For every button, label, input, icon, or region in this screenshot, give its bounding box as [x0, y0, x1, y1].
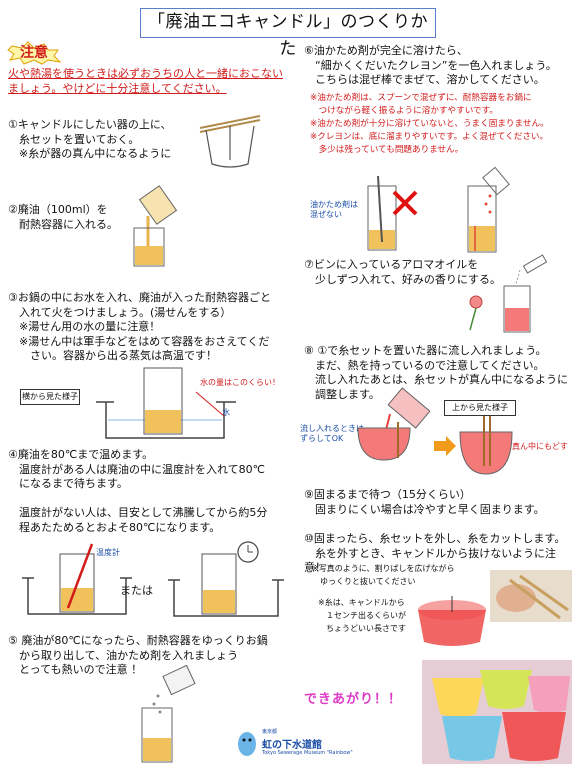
adding-crayon-illustration	[467, 166, 510, 253]
step-3-text: ③お鍋の中にお水を入れ、廃油が入った耐熱容器ごと 入れて火をつけましょう。(湯せ…	[8, 291, 271, 362]
aroma-oil-illustration	[469, 254, 548, 333]
pot-with-clock-illustration	[168, 541, 284, 617]
warning-burst-icon	[7, 41, 62, 65]
centered-thread-illustration	[459, 416, 513, 475]
page-title: 「廃油エコキャンドル」のつくりかた	[140, 8, 436, 59]
step-6-notes: ※油かため剤は、スプーンで混ぜずに、耐熱容器をお鍋に つけながら軽く振るように溶…	[310, 93, 549, 155]
finished-candles-photo	[422, 660, 572, 764]
side-view-label: 横から見た様子	[20, 389, 80, 405]
step-5-text: ⑤ 廃油が80℃になったら、耐熱容器をゆっくりお鍋 から取り出して、油かため剤を…	[8, 634, 268, 676]
pour-offset-note: 流し入れるときは ずらしてOK	[300, 424, 364, 443]
no-mix-illustration	[367, 175, 418, 251]
pot-with-thermometer-illustration	[22, 543, 132, 615]
finished-text: できあがり！！	[304, 692, 403, 707]
water-bath-pot-illustration	[96, 367, 236, 439]
cup-with-chopsticks-illustration	[199, 115, 261, 168]
water-level-note: 水の量はこのくらい！	[200, 378, 280, 387]
logo-top-text: 東京都	[262, 729, 278, 735]
pouring-into-cup-illustration	[357, 387, 431, 461]
step-1-text: ①キャンドルにしたい器の上に、 糸セットを置いておく。 ※糸が器の真ん中になるよ…	[8, 118, 172, 160]
step-10-photo-note: ※写真のように、割りばしを広げながら ゆっくりと抜いてください	[312, 564, 455, 586]
top-view-label: 上から見た様子	[444, 400, 516, 416]
arrow-right-icon	[434, 436, 456, 456]
thread-length-note: ※糸は、キャンドルから １センチ出るくらいが ちょうどいい長さです	[318, 598, 406, 633]
red-candle-photo	[418, 596, 486, 646]
thermometer-label: 温度計	[96, 548, 120, 557]
mascot-logo-icon	[238, 732, 256, 756]
step-2-text: ②廃油（100ml）を 耐熱容器に入れる。	[8, 203, 118, 231]
logo-sub-text: Tokyo Sewerage Museum "Rainbow"	[262, 750, 353, 756]
step-10-text: ⑩固まったら、糸セットを外し、糸をカットします。 糸を外すとき、キャンドルから抜…	[304, 532, 566, 574]
step-8-text: ⑧ ①で糸セットを置いた器に流し入れましょう。 まだ、熱を持っているので注意して…	[304, 344, 568, 401]
warning-badge: 注意	[7, 41, 62, 65]
warning-text: 火や熱湯を使うときは必ずおうちの人と一緒におこない ましょう。やけどに十分注意し…	[8, 67, 283, 95]
step-7-text: ⑦ビンに入っているアロマオイルを 少しずつ入れて、好みの香りにする。	[304, 258, 502, 286]
step-6-text: ⑥油かため剤が完全に溶けたら、 “細かくくだいたクレヨン”を一色入れましょう。 …	[304, 44, 557, 86]
removing-thread-photo	[490, 570, 572, 622]
adding-solidifier-illustration	[141, 664, 196, 763]
or-text: または	[120, 584, 153, 597]
logo-main-text: 虹の下水道館	[262, 740, 322, 751]
pouring-oil-illustration	[133, 185, 178, 267]
water-label: 水	[222, 408, 230, 417]
step-4-text: ④廃油を80℃まで温めます。 温度計がある人は廃油の中に温度計を入れて80℃ に…	[8, 448, 268, 534]
no-mix-label: 油かため剤は 混ぜない	[310, 200, 358, 219]
step-9-text: ⑨固まるまで待つ（15分くらい） 固まりにくい場合は冷やすと早く固まります。	[304, 488, 545, 516]
return-center-note: 真ん中にもどす	[512, 442, 568, 451]
